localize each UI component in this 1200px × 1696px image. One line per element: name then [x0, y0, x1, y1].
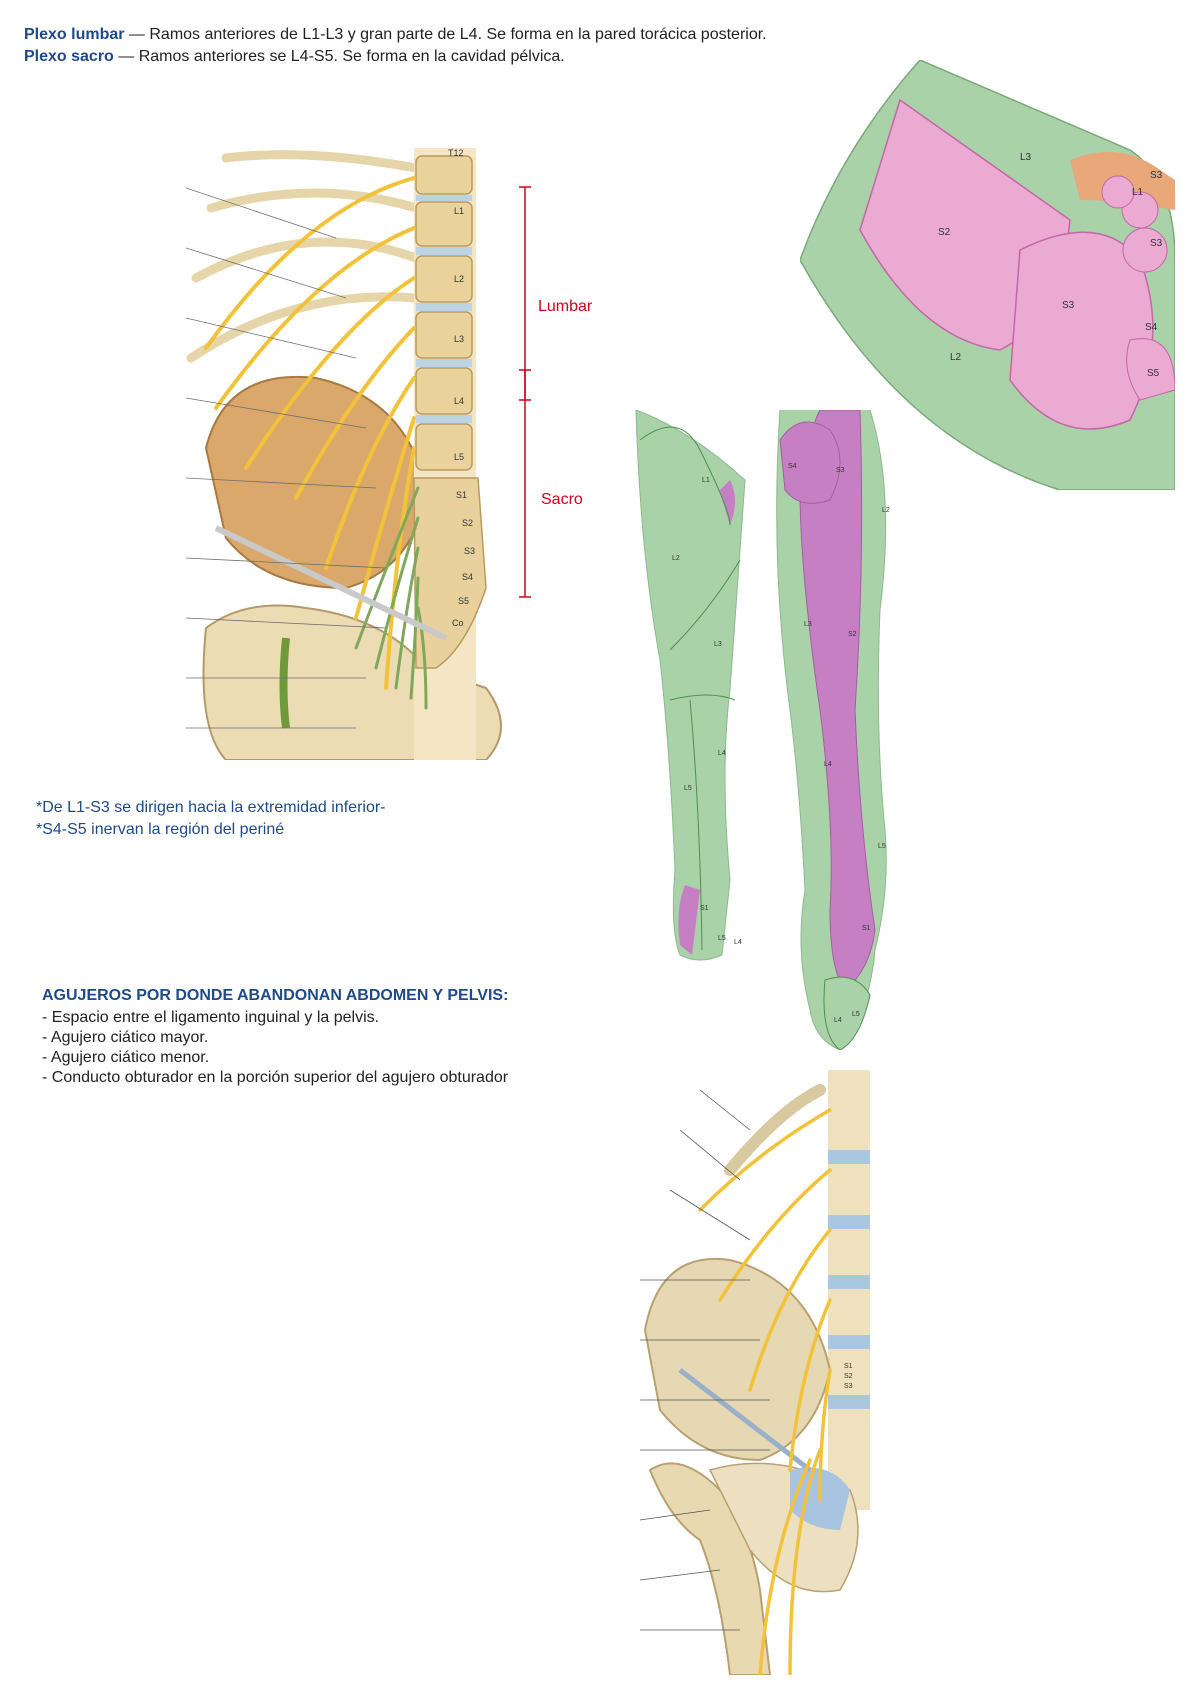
vertebra-label: S5	[458, 596, 469, 606]
front-dermatome-label: L4	[718, 750, 726, 757]
segment-sacro-label: Sacro	[541, 491, 583, 508]
vertebrae	[415, 155, 473, 471]
back-dermatome-label: L3	[804, 621, 812, 628]
front-dermatome-label: L4	[734, 939, 742, 946]
lumbar-text: — Ramos anteriores de L1-L3 y gran parte…	[124, 26, 767, 43]
sacral-term: Plexo sacro	[24, 48, 114, 65]
notes-block: *De L1-S3 se dirigen hacia la extremidad…	[36, 797, 386, 841]
front-dermatome-label: L5	[718, 935, 726, 942]
list-item: - Agujero ciático menor.	[42, 1049, 210, 1066]
dermatome-label: S5	[1147, 368, 1160, 379]
vertebra-label: T12	[448, 148, 464, 158]
intro-lumbar-line: Plexo lumbar — Ramos anteriores de L1-L3…	[24, 24, 767, 46]
vertebra-label: L1	[454, 206, 464, 216]
sacral-label: S3	[844, 1383, 853, 1390]
dermatome-label: L3	[1020, 152, 1032, 163]
front-dermatome-label: L1	[702, 477, 710, 484]
exit-foramina-block: AGUJEROS POR DONDE ABANDONAN ABDOMEN Y P…	[42, 986, 508, 1088]
vertebra-label: L3	[454, 334, 464, 344]
note-line: *De L1-S3 se dirigen hacia la extremidad…	[36, 799, 386, 816]
vertebra-label: L2	[454, 274, 464, 284]
segment-brackets	[519, 186, 531, 598]
vertebra-label: L5	[454, 452, 464, 462]
front-dermatome-label: S1	[700, 905, 709, 912]
dermatome-label: S4	[1145, 322, 1158, 333]
dermatome-label: S3	[1150, 238, 1163, 249]
leg-dermatome-figure: L1 L2 L3 L4 L5 S1 L5 L4 S4 S3 L2 L3 S2 L…	[635, 410, 890, 1050]
back-dermatome-label: L5	[878, 843, 886, 850]
perineum-dermatome-figure: L3 S2 L2 S3 L1 S3 S3 S4 S5	[800, 60, 1175, 490]
segment-lumbar-label: Lumbar	[538, 298, 593, 315]
front-dermatome-label: L3	[714, 641, 722, 648]
sacral-text: — Ramos anteriores se L4-S5. Se forma en…	[113, 48, 565, 65]
vertebra-label: S3	[464, 546, 475, 556]
vertebra-label: S4	[462, 572, 473, 582]
dermatome-label: S2	[938, 227, 951, 238]
front-dermatome-label: L5	[684, 785, 692, 792]
back-dermatome-label: S1	[862, 925, 871, 932]
back-dermatome-label: L2	[882, 507, 890, 514]
back-dermatome-label: S2	[848, 631, 857, 638]
back-dermatome-label: L4	[824, 761, 832, 768]
back-dermatome-label: S3	[836, 467, 845, 474]
lumbar-term: Plexo lumbar	[24, 26, 125, 43]
list-item: - Espacio entre el ligamento inguinal y …	[42, 1009, 380, 1026]
dermatome-label: L1	[1132, 187, 1144, 198]
sacral-label: S1	[844, 1363, 853, 1370]
vertebra-label: S2	[462, 518, 473, 528]
back-dermatome-label: S4	[788, 463, 797, 470]
plexus-illustration: T12 L1 L2 L3 L4 L5 S1 S2 S3 S4 S5 Co	[186, 148, 526, 760]
dermatome-label: S3	[1150, 170, 1163, 181]
list-item: - Conducto obturador en la porción super…	[42, 1069, 509, 1086]
front-dermatome-label: L2	[672, 555, 680, 562]
back-dermatome-label: L5	[852, 1011, 860, 1018]
dermatome-label: L2	[950, 352, 962, 363]
sacral-label: S2	[844, 1373, 853, 1380]
intro-sacral-line: Plexo sacro — Ramos anteriores se L4-S5.…	[24, 46, 767, 68]
vertebra-label: S1	[456, 490, 467, 500]
intro-block: Plexo lumbar — Ramos anteriores de L1-L3…	[24, 24, 767, 68]
dermatome-label: S3	[1062, 300, 1075, 311]
note-line: *S4-S5 inervan la región del periné	[36, 821, 285, 838]
list-item: - Agujero ciático mayor.	[42, 1029, 209, 1046]
vertebra-labels: T12 L1 L2 L3 L4 L5 S1 S2 S3 S4 S5 Co	[448, 148, 475, 628]
exit-foramina-title: AGUJEROS POR DONDE ABANDONAN ABDOMEN Y P…	[42, 987, 509, 1004]
pelvis-nerves-illustration: S1 S2 S3	[640, 1070, 870, 1675]
vertebra-label: Co	[452, 618, 464, 628]
back-dermatome-label: L4	[834, 1017, 842, 1024]
vertebra-label: L4	[454, 396, 464, 406]
